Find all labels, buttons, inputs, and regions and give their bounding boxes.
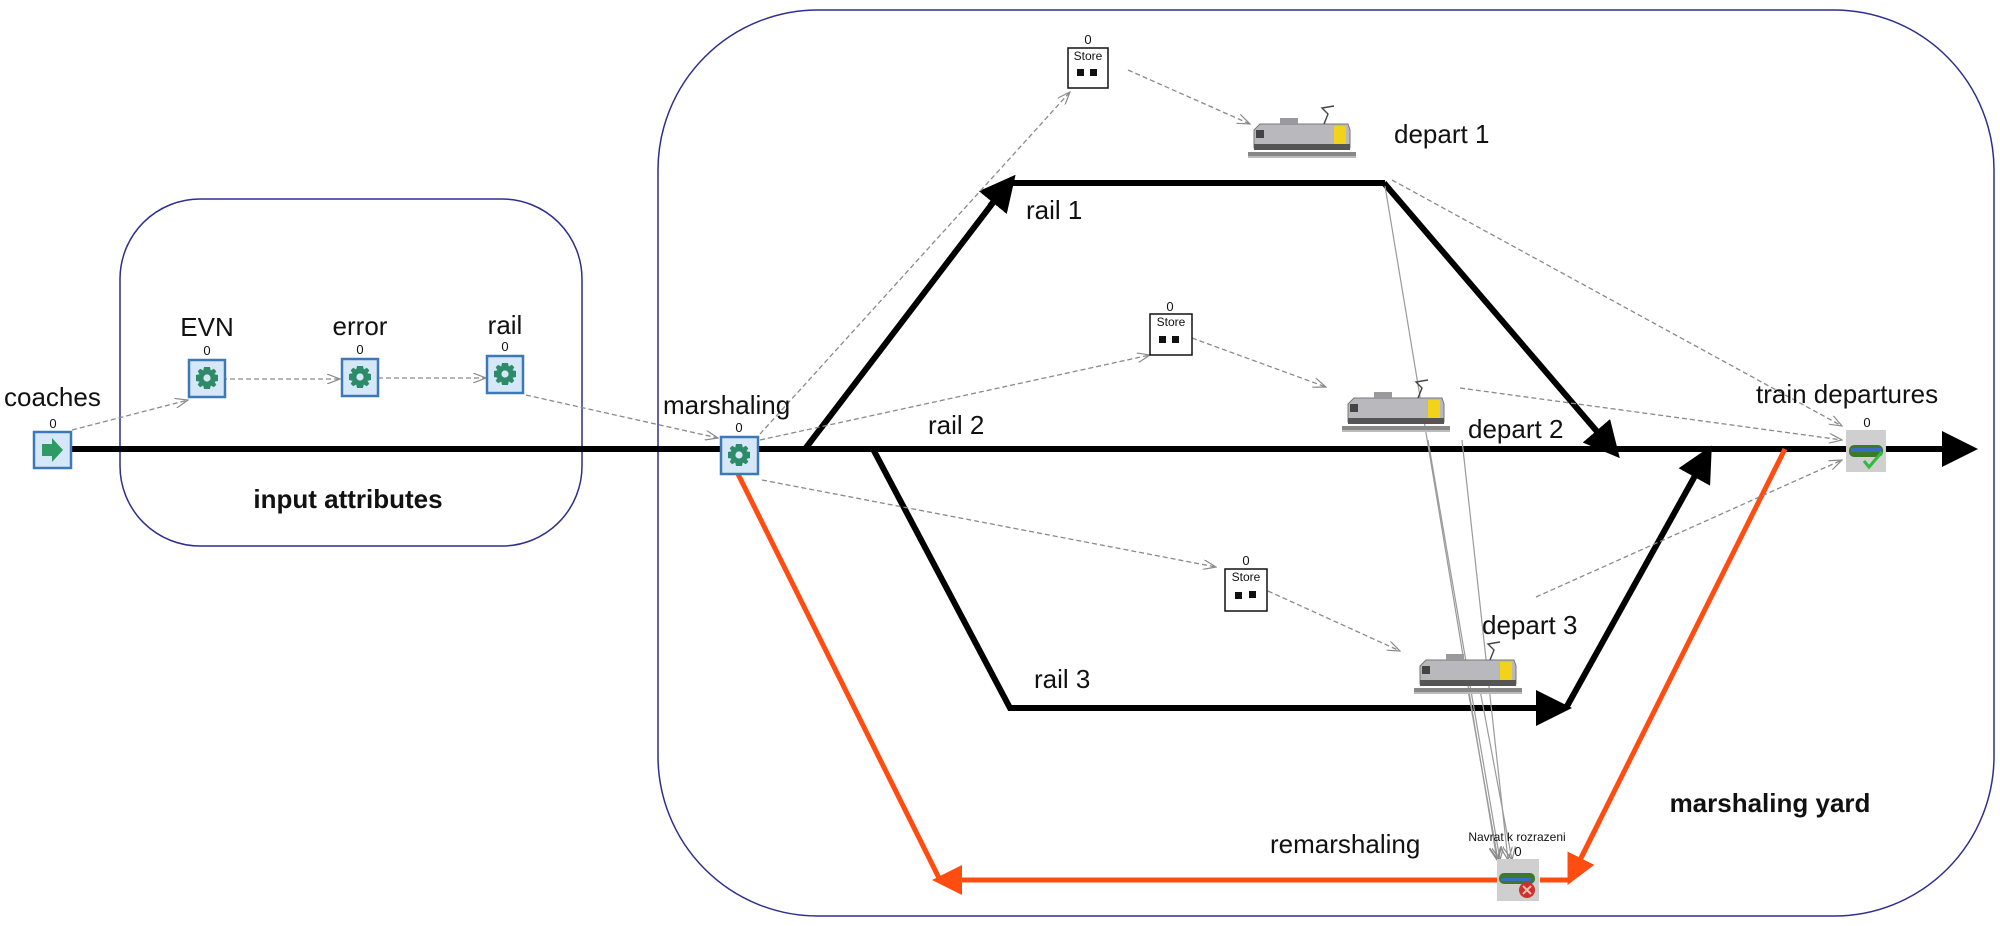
remarshaling-sink-count: 0 [1514, 844, 1521, 859]
store-1-count: 0 [1084, 32, 1091, 47]
store-icon [1077, 69, 1084, 76]
depart-2-node[interactable]: depart 2 [1341, 379, 1563, 444]
remarshaling-sink-label: Navrat k rozrazeni [1468, 830, 1565, 844]
arrow-right-icon [42, 438, 63, 462]
link-store2-depart2 [1191, 337, 1326, 387]
rail-1-exit-track[interactable] [1381, 181, 1620, 459]
train-check-icon [1849, 445, 1884, 470]
remarshaling-label: remarshaling [1270, 829, 1420, 859]
link-depart2-remarshal-a [1427, 439, 1500, 860]
marshaling-yard-region [657, 9, 1995, 917]
coaches-label: coaches [4, 382, 101, 412]
rail-node[interactable]: rail 0 [485, 310, 525, 395]
locomotive-icon [1341, 379, 1451, 433]
store-icon [1159, 336, 1166, 343]
link-depart3-remarshal-a [1467, 689, 1498, 860]
link-marshaling-store3 [761, 479, 1216, 567]
marshaling-label: marshaling [663, 390, 790, 420]
store-2-label: Store [1157, 315, 1186, 329]
rail-3-exit-track[interactable] [1563, 445, 1712, 710]
store-3-label: Store [1232, 570, 1261, 584]
link-coaches-evn [71, 400, 188, 431]
gear-icon [196, 367, 218, 389]
input-attributes-label: input attributes [253, 484, 442, 514]
train-departures-label: train departures [1756, 379, 1938, 409]
store-3-count: 0 [1242, 553, 1249, 568]
link-store1-depart1 [1127, 69, 1250, 124]
link-depart2-departures [1459, 387, 1842, 440]
coaches-node[interactable]: coaches 0 [4, 382, 101, 470]
link-depart3-remarshal-b [1479, 689, 1512, 860]
depart-3-label: depart 3 [1482, 610, 1577, 640]
link-marshaling-store2 [759, 355, 1150, 441]
evn-node[interactable]: EVN 0 [180, 312, 234, 399]
rail-count: 0 [501, 339, 508, 354]
locomotive-icon [1247, 105, 1357, 159]
rail-3-label: rail 3 [1034, 664, 1090, 694]
error-node[interactable]: error 0 [333, 311, 388, 398]
link-depart1-departures [1391, 179, 1842, 426]
rail-2-label: rail 2 [928, 410, 984, 440]
remarshaling-sink-node[interactable]: Navrat k rozrazeni 0 [1468, 830, 1566, 901]
store-2-node[interactable]: 0 Store [1149, 299, 1193, 356]
coaches-count: 0 [49, 416, 56, 431]
train-departures-node[interactable]: train departures 0 [1756, 379, 1938, 472]
gear-icon [349, 366, 371, 388]
depart-3-node[interactable]: depart 3 [1413, 610, 1577, 695]
link-store3-depart3 [1267, 590, 1400, 651]
store-1-label: Store [1074, 49, 1103, 63]
link-marshaling-store1 [759, 92, 1070, 435]
marshaling-count: 0 [735, 420, 742, 435]
gear-icon [728, 444, 750, 466]
marshaling-yard-label: marshaling yard [1670, 788, 1871, 818]
rail-1-entry-arrow [978, 174, 1016, 214]
store-icon [1235, 592, 1242, 599]
evn-label: EVN [180, 312, 233, 342]
store-2-count: 0 [1166, 299, 1173, 314]
store-1-node[interactable]: 0 Store [1067, 32, 1109, 89]
depart-1-node[interactable]: depart 1 [1247, 105, 1489, 159]
error-label: error [333, 311, 388, 341]
train-cancel-icon [1499, 873, 1535, 898]
rail-1-track[interactable] [802, 180, 1385, 451]
depart-2-label: depart 2 [1468, 414, 1563, 444]
depart-1-label: depart 1 [1394, 119, 1489, 149]
link-rail-marshaling [525, 394, 718, 438]
marshaling-node[interactable]: marshaling 0 [663, 390, 790, 476]
remarshaling-feed-arrow [1567, 818, 1603, 885]
train-departures-count: 0 [1863, 415, 1870, 430]
remarshaling-track[interactable] [734, 470, 1500, 883]
rail-3-track[interactable] [870, 447, 1572, 726]
input-attributes-region [119, 198, 583, 547]
rail-label: rail [488, 310, 523, 340]
error-count: 0 [356, 342, 363, 357]
evn-count: 0 [203, 343, 210, 358]
store-3-node[interactable]: 0 Store [1224, 553, 1268, 612]
gear-icon [494, 363, 516, 385]
link-depart2-remarshal-b [1461, 439, 1508, 860]
rail-1-label: rail 1 [1026, 195, 1082, 225]
